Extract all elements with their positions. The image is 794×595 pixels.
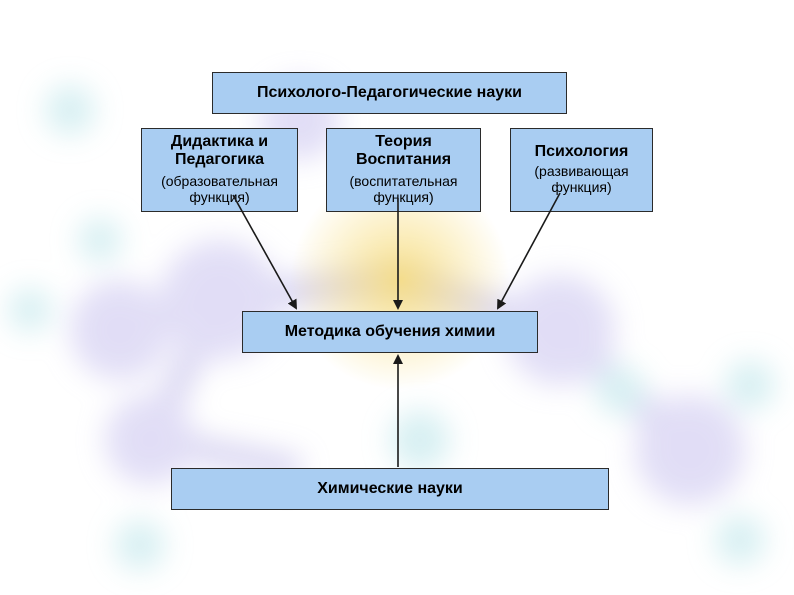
- chemistry-teaching-method-label: Методика обучения химии: [284, 323, 496, 340]
- didactics-title-line2: Педагогика: [174, 151, 265, 168]
- upbringing-theory-box: Теория Воспитания (воспитательная функци…: [326, 128, 481, 212]
- psychology-subtitle-line2: функция): [551, 179, 612, 195]
- theory-subtitle-line1: (воспитательная: [349, 173, 458, 189]
- psych-pedagogical-sciences-box: Психолого-Педагогические науки: [212, 72, 567, 114]
- chemical-sciences-label: Химические науки: [317, 480, 463, 497]
- didactics-box: Дидактика и Педагогика (образовательная …: [141, 128, 298, 212]
- theory-title-line2: Воспитания: [355, 151, 452, 168]
- theory-title-line1: Теория: [375, 133, 432, 150]
- didactics-subtitle-line1: (образовательная: [161, 173, 278, 189]
- didactics-subtitle-line2: функция): [189, 189, 250, 205]
- psychology-subtitle-line1: (развивающая: [534, 163, 629, 179]
- didactics-title-line1: Дидактика и: [170, 133, 269, 150]
- psych-pedagogical-sciences-label: Психолого-Педагогические науки: [257, 84, 522, 101]
- chemical-sciences-box: Химические науки: [171, 468, 609, 510]
- psychology-title: Психология: [534, 143, 629, 160]
- theory-subtitle-line2: функция): [373, 189, 434, 205]
- psychology-box: Психология (развивающая функция): [510, 128, 653, 212]
- chemistry-teaching-method-box: Методика обучения химии: [242, 311, 538, 353]
